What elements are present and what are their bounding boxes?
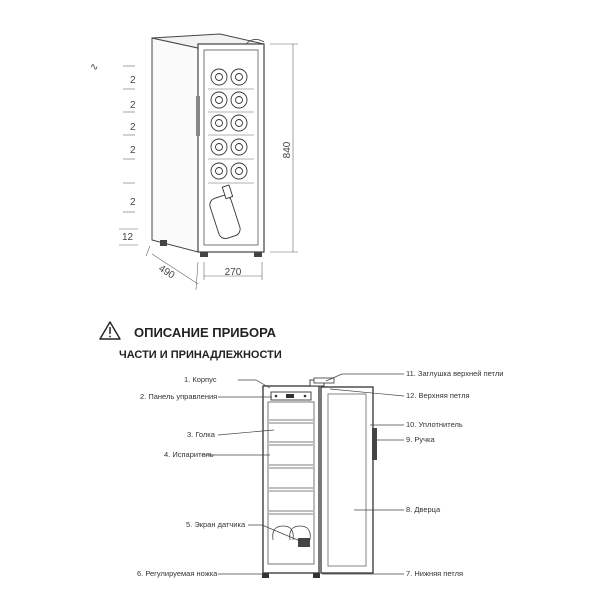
parts-diagram <box>262 377 377 578</box>
cabinet-3d <box>151 33 265 257</box>
door-handle <box>372 428 377 460</box>
shelf-mark-3: 2 <box>130 122 136 133</box>
dimension-drawing: ∿ 2 2 2 2 2 12 <box>90 33 298 291</box>
width-dimension: 270 <box>203 262 263 280</box>
part-label-11: 11. Заглушка верхней петли <box>406 369 503 378</box>
part-label-5: 5. Экран датчика <box>186 520 246 529</box>
door-handle-3d <box>196 96 200 136</box>
part-label-12: 12. Верхняя петля <box>406 391 470 400</box>
shelf-marks: 2 2 2 2 2 12 <box>119 65 138 246</box>
section-heading: ОПИСАНИЕ ПРИБОРА ЧАСТИ И ПРИНАДЛЕЖНОСТИ <box>99 321 282 361</box>
height-value: 840 <box>282 141 293 158</box>
part-label-10: 10. Уплотнитель <box>406 420 463 429</box>
part-label-8: 8. Дверца <box>406 505 441 514</box>
part-label-3: 3. Голка <box>187 430 216 439</box>
part-labels-left: 1. Корпус 2. Панель управления 3. Голка … <box>137 375 246 578</box>
shelves <box>269 419 313 515</box>
part-label-6: 6. Регулируемая ножка <box>137 569 218 578</box>
foot-dimension: 12 <box>122 232 134 243</box>
sensor-screen <box>298 538 310 547</box>
part-label-2: 2. Панель управления <box>140 392 217 401</box>
shelf-mark-5: 2 <box>130 197 136 208</box>
callout-lines <box>202 373 405 575</box>
warning-triangle-icon <box>99 321 121 340</box>
part-label-4: 4. Испаритель <box>164 450 214 459</box>
part-label-7: 7. Нижняя петля <box>406 569 463 578</box>
shelf-mark-1: 2 <box>130 75 136 86</box>
shelf-mark-4: 2 <box>130 145 136 156</box>
depth-dimension: 490 <box>145 245 199 291</box>
page-title: ОПИСАНИЕ ПРИБОРА <box>134 325 277 340</box>
height-dimension: 840 <box>270 43 298 253</box>
bottles <box>209 68 248 240</box>
shelf-mark-2: 2 <box>130 100 136 111</box>
part-labels-right: 11. Заглушка верхней петли 12. Верхняя п… <box>406 369 503 578</box>
top-mark: ∿ <box>90 62 98 73</box>
part-label-1: 1. Корпус <box>184 375 217 384</box>
page-subtitle: ЧАСТИ И ПРИНАДЛЕЖНОСТИ <box>119 349 282 361</box>
depth-value: 490 <box>156 263 176 281</box>
width-value: 270 <box>225 267 242 278</box>
part-label-9: 9. Ручка <box>406 435 435 444</box>
